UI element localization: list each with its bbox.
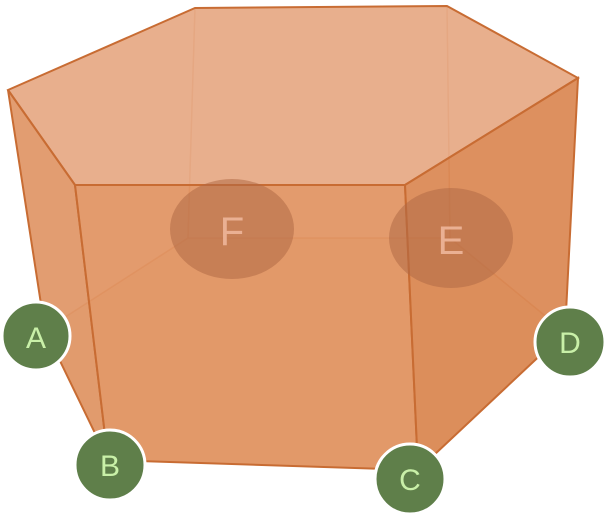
vertex-C-marker: C	[373, 442, 447, 516]
vertex-D-badge	[533, 305, 607, 379]
vertex-E-marker: E	[389, 188, 513, 288]
vertex-F-badge	[170, 179, 294, 279]
vertex-D-marker: D	[533, 305, 607, 379]
vertex-C-label: C	[399, 464, 421, 497]
vertex-A-label: A	[26, 322, 46, 355]
vertex-C-badge	[373, 442, 447, 516]
vertex-F-marker: F	[170, 179, 294, 279]
vertex-B-marker: B	[73, 428, 147, 502]
vertex-B-label: B	[100, 450, 120, 483]
vertex-A-badge	[0, 300, 72, 372]
vertex-A-marker: A	[0, 300, 72, 372]
vertex-B-badge	[73, 428, 147, 502]
vertex-D-label: D	[559, 327, 581, 360]
vertex-E-label: E	[438, 219, 465, 263]
vertex-F-label: F	[220, 210, 244, 254]
vertex-E-badge	[389, 188, 513, 288]
